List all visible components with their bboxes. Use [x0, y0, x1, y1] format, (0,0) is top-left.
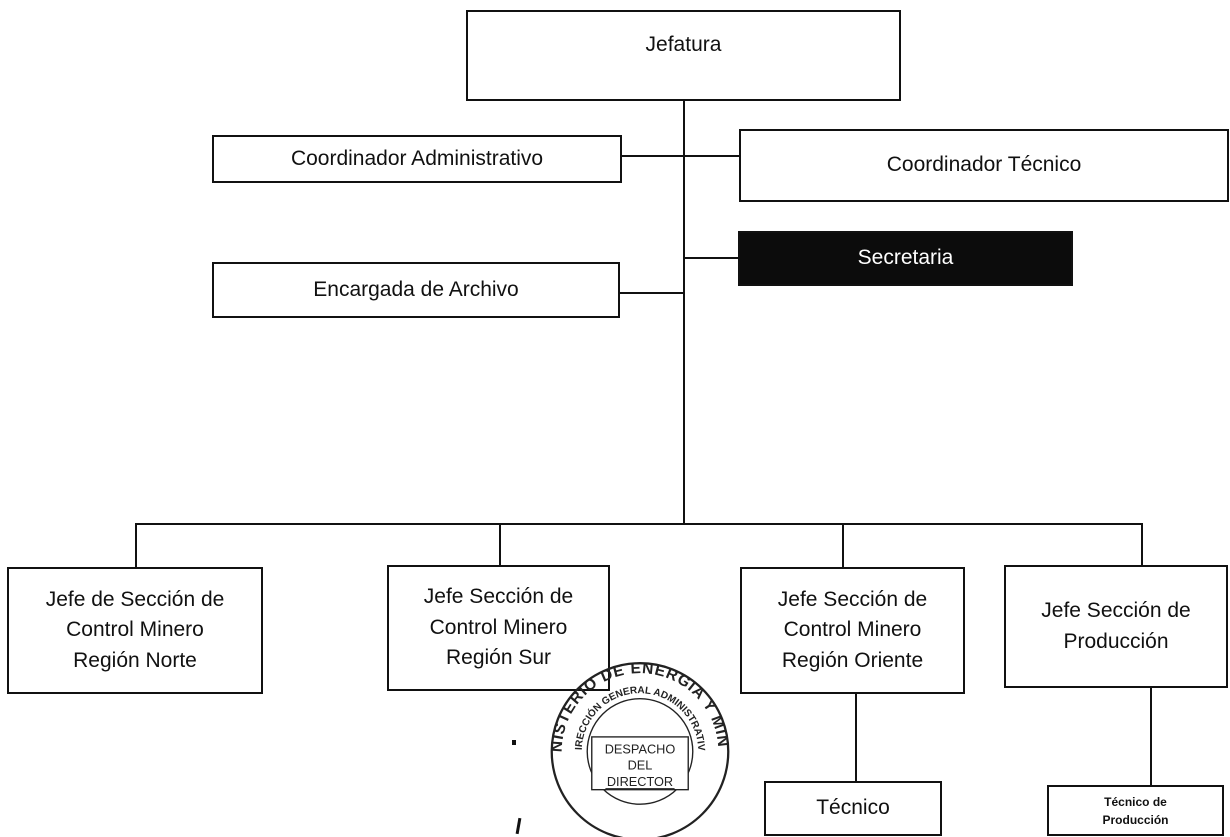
node-seccion-norte: Jefe de Sección de Control Minero Región…: [7, 567, 263, 694]
node-coordinador-tecnico-label: Coordinador Técnico: [886, 153, 1082, 177]
node-tecnico: Técnico: [764, 781, 942, 836]
node-jefatura-label: Jefatura: [645, 33, 722, 56]
node-encargada-archivo: Encargada de Archivo: [212, 262, 620, 318]
node-seccion-norte-label: Jefe de Sección de Control Minero Región…: [45, 587, 225, 672]
node-seccion-sur: Jefe Sección de Control Minero Región Su…: [387, 565, 610, 691]
node-encargada-archivo-label: Encargada de Archivo: [313, 277, 519, 301]
node-secretaria-label: Secretaria: [857, 246, 954, 270]
stamp-line-director: DIRECTOR: [607, 774, 673, 789]
stamp-line-del: DEL: [628, 758, 653, 773]
node-tecnico-produccion: Técnico de Producción: [1047, 785, 1224, 836]
trunk-line: [683, 100, 685, 524]
node-coordinador-administrativo-label: Coordinador Administrativo: [290, 146, 544, 170]
node-tecnico-produccion-label: Técnico de Producción: [1102, 794, 1169, 827]
node-tecnico-label: Técnico: [816, 796, 890, 820]
node-seccion-oriente: Jefe Sección de Control Minero Región Or…: [740, 567, 965, 694]
drop-line-tecnico-produccion: [1150, 688, 1152, 786]
stamp-line-despacho: DESPACHO: [605, 741, 676, 756]
connector-archive: [620, 292, 684, 294]
section-bus-line: [135, 523, 1143, 525]
node-jefatura: Jefatura: [466, 10, 901, 101]
drop-line-sur: [499, 523, 501, 566]
connector-tech: [684, 155, 740, 157]
node-seccion-oriente-label: Jefe Sección de Control Minero Región Or…: [777, 587, 928, 672]
node-seccion-produccion: Jefe Sección de Producción: [1004, 565, 1228, 688]
connector-secretary: [684, 257, 740, 259]
connector-admin: [622, 155, 684, 157]
official-stamp: MINISTERIO DE ENERGIA Y MINAS DIRECCIÓN …: [542, 655, 730, 837]
drop-line-oriente: [842, 523, 844, 568]
drop-line-produccion: [1141, 523, 1143, 566]
node-coordinador-administrativo: Coordinador Administrativo: [212, 135, 622, 183]
node-seccion-produccion-label: Jefe Sección de Producción: [1041, 599, 1191, 653]
drop-line-norte: [135, 523, 137, 568]
scan-speck: [515, 817, 522, 835]
node-coordinador-tecnico: Coordinador Técnico: [739, 129, 1229, 202]
node-seccion-sur-label: Jefe Sección de Control Minero Región Su…: [423, 585, 574, 670]
scan-speck: [512, 740, 516, 745]
node-secretaria: Secretaria: [738, 231, 1073, 286]
drop-line-tecnico: [855, 694, 857, 782]
